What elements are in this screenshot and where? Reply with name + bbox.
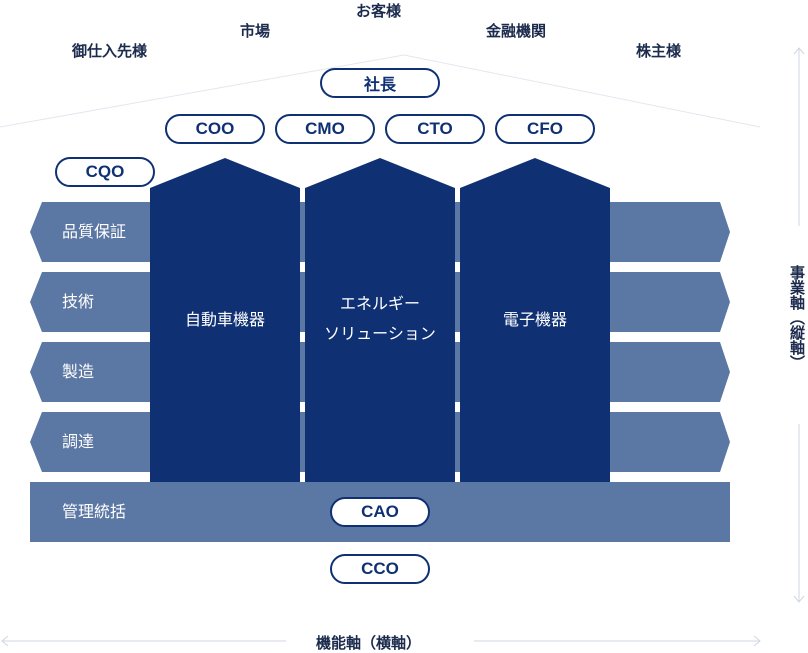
horizontal-axis-arrow xyxy=(1,635,761,647)
exec-cto: CTO xyxy=(385,114,485,144)
business-label-automotive: 自動車機器 xyxy=(184,310,265,329)
vertical-axis-arrow xyxy=(793,47,805,603)
function-label-procurement: 調達 xyxy=(62,432,95,451)
horizontal-axis-label: 機能軸（横軸） xyxy=(316,634,422,652)
exec-cao: CAO xyxy=(330,497,430,527)
stakeholder-market: 市場 xyxy=(240,22,271,40)
stakeholder-customers: お客様 xyxy=(356,2,402,20)
business-label-energy: エネルギー xyxy=(339,294,420,313)
business-pillar-automotive: 自動車機器 xyxy=(150,158,300,482)
business-label-solutions: ソリューション xyxy=(324,324,436,343)
function-label-administration: 管理統括 xyxy=(62,502,127,521)
exec-cmo: CMO xyxy=(275,114,375,144)
business-pillar-electronics: 電子機器 xyxy=(460,158,610,482)
exec-cqo: CQO xyxy=(55,157,155,187)
function-label-manufacturing: 製造 xyxy=(62,362,95,381)
business-label-electronics: 電子機器 xyxy=(502,310,567,329)
exec-cco: CCO xyxy=(330,554,430,584)
function-label-quality-assurance: 品質保証 xyxy=(62,222,127,241)
exec-cfo: CFO xyxy=(495,114,595,144)
function-label-technology: 技術 xyxy=(62,292,95,311)
vertical-axis-label: 事業軸（縦軸） xyxy=(788,265,806,370)
exec-coo: COO xyxy=(165,114,265,144)
exec-president: 社長 xyxy=(320,68,440,98)
business-pillar-energy-solutions: エネルギー ソリューション xyxy=(305,158,455,482)
stakeholder-suppliers: 御仕入先様 xyxy=(72,42,148,60)
stakeholder-shareholders: 株主様 xyxy=(636,42,682,60)
stakeholder-financial-institutions: 金融機関 xyxy=(486,22,547,40)
